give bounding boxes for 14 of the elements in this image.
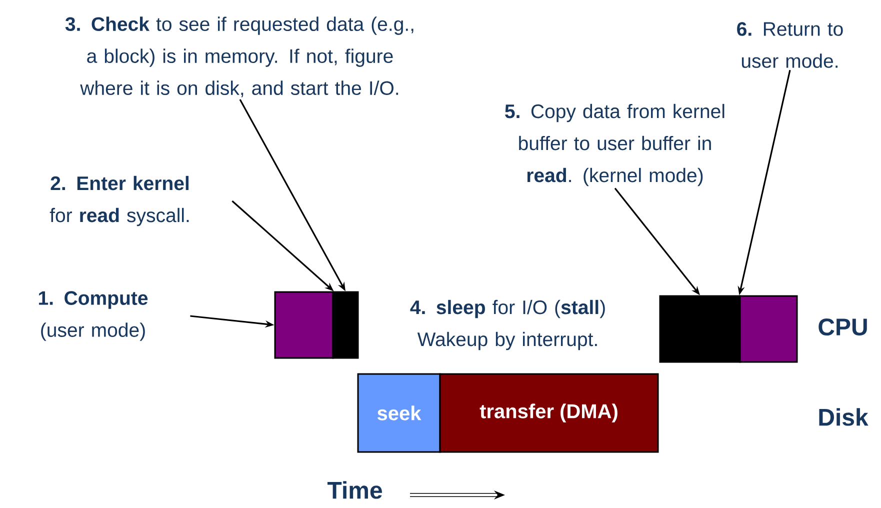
cpu-segment: [332, 291, 359, 359]
step-note: 2. Enter kernel for read syscall.: [50, 176, 189, 226]
cpu-segment: [274, 291, 334, 359]
row-label: Disk: [819, 408, 868, 426]
step-note: 3. Check to see if requested data (e.g., a block) is in memory. If not, figure where it is on disk, and start the I/O.: [65, 16, 414, 98]
step-note: 4. sleep for I/O (stall) Wakeup by interrupt.: [410, 300, 605, 350]
step-note: 6. Return to user mode.: [737, 22, 843, 68]
row-label: Time: [327, 481, 382, 499]
cpu-segment: [739, 295, 798, 363]
step-note: 1. Compute (user mode): [38, 291, 148, 341]
cpu-segment: [659, 295, 741, 363]
step-note: 5. Copy data from kernel buffer to user buffer in read. (kernel mode): [505, 104, 724, 186]
disk-segment: seek: [357, 373, 441, 453]
disk-segment: transfer (DMA): [439, 373, 659, 453]
